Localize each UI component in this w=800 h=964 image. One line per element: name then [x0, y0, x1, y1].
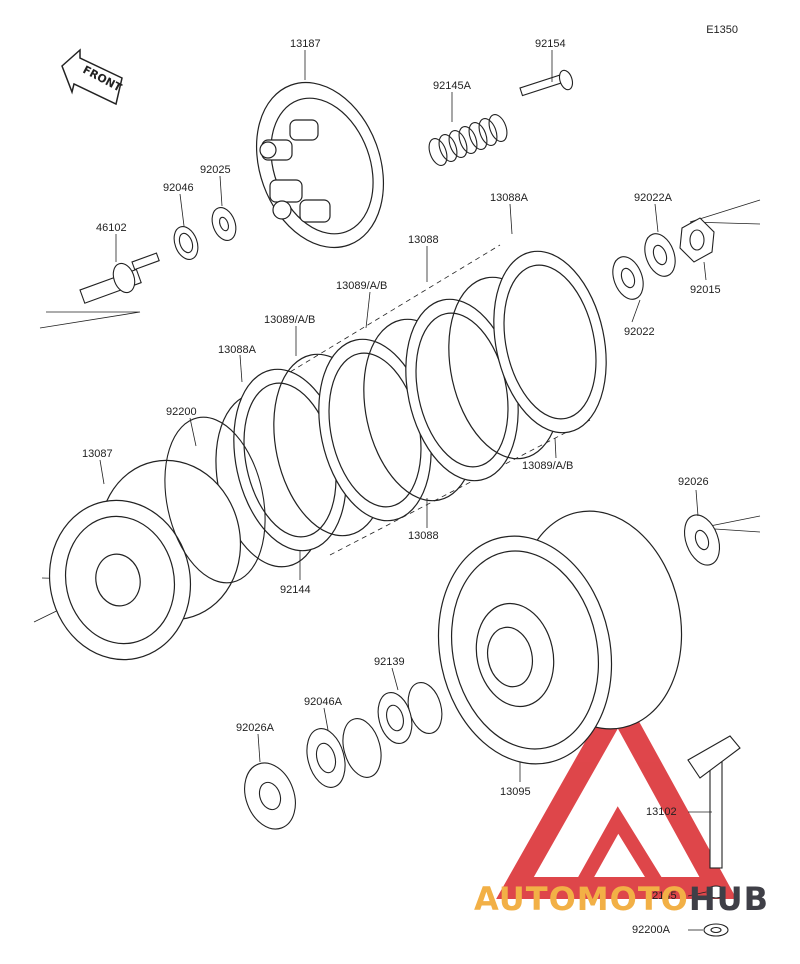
part-label-13087: 13087	[82, 448, 113, 460]
watermark-part1: AUTOMOTO	[474, 880, 689, 918]
part-label-92200: 92200	[166, 406, 197, 418]
part-label-92026: 92026	[678, 476, 709, 488]
part-label-92015: 92015	[690, 284, 721, 296]
part-label-13089-3: 13089/A/B	[522, 460, 574, 472]
sleeve-92139	[377, 681, 443, 745]
part-label-92139: 92139	[374, 656, 405, 668]
washer-92026	[683, 514, 721, 566]
clutch-plate-stack	[215, 250, 607, 568]
spring-92145A	[428, 114, 508, 166]
watermark-logo: AUTOMOTOHUB	[474, 880, 769, 918]
pusher-46102	[79, 252, 160, 304]
pressure-plate-13187	[255, 81, 385, 249]
part-label-92022A: 92022A	[634, 192, 672, 204]
washer-92022	[612, 256, 644, 300]
part-label-92145: 92145	[646, 890, 677, 902]
part-label-92154: 92154	[535, 38, 566, 50]
clutch-hub-13087	[48, 459, 242, 661]
watermark-triangle	[496, 683, 737, 899]
part-label-92144: 92144	[280, 584, 311, 596]
washer-92022A	[644, 233, 676, 277]
part-label-13102: 13102	[646, 806, 677, 818]
part-label-92022: 92022	[624, 326, 655, 338]
clutch-housing-13095	[437, 510, 683, 765]
diagram-code: E1350	[706, 24, 738, 36]
leader-lines	[99, 50, 712, 931]
part-label-92046: 92046	[163, 182, 194, 194]
washer-92026A	[244, 762, 296, 830]
part-label-13095: 13095	[500, 786, 531, 798]
part-label-13089-1: 13089/A/B	[336, 280, 388, 292]
part-label-13088A-top: 13088A	[490, 192, 528, 204]
release-shaft-13102	[687, 735, 741, 869]
part-label-13187: 13187	[290, 38, 321, 50]
washer-92025	[211, 207, 237, 241]
needle-bearing-92046A	[306, 718, 382, 788]
part-label-92145A: 92145A	[433, 80, 471, 92]
washer-92200A	[703, 923, 729, 937]
spring-92145	[706, 885, 726, 899]
part-label-92026A: 92026A	[236, 722, 274, 734]
part-label-13088-top: 13088	[408, 234, 439, 246]
part-label-92025: 92025	[200, 164, 231, 176]
part-label-13088A-left: 13088A	[218, 344, 256, 356]
spring-ring-92200	[164, 416, 266, 584]
nut-92015	[679, 217, 715, 263]
part-label-13089-2: 13089/A/B	[264, 314, 316, 326]
bearing-92046	[173, 226, 199, 260]
part-label-92200A: 92200A	[632, 924, 670, 936]
watermark-part2: HUB	[688, 880, 770, 918]
front-arrow-icon: FRONT	[61, 48, 124, 106]
part-label-13088-bottom: 13088	[408, 530, 439, 542]
bolt-92154	[519, 69, 574, 97]
part-label-46102: 46102	[96, 222, 127, 234]
part-label-92046A: 92046A	[304, 696, 342, 708]
